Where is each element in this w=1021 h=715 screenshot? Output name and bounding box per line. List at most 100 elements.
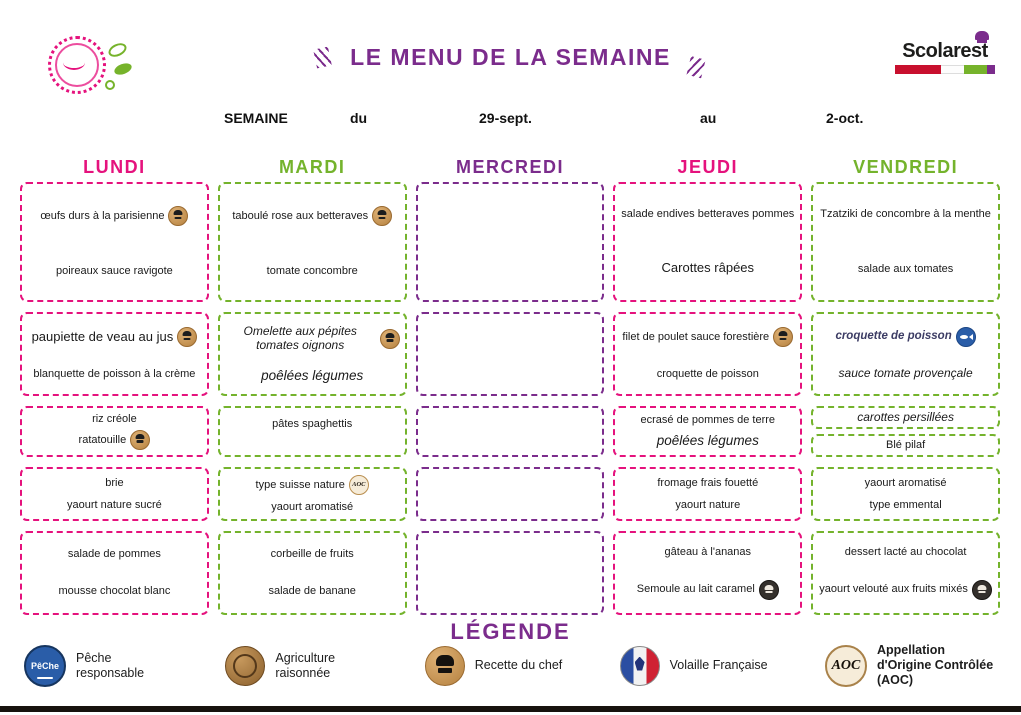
menu-cell-split: carottes persillées Blé pilaf: [811, 406, 1000, 457]
dish-line: mousse chocolat blanc: [58, 585, 170, 598]
dish-name: ecrasé de pommes de terre: [640, 414, 776, 427]
day-header-jeudi: JEUDI: [677, 156, 739, 177]
menu-cell-empty: [415, 182, 605, 302]
dish-line: poireaux sauce ravigote: [56, 265, 173, 278]
dish-name: taboulé rose aux betteraves: [232, 210, 369, 222]
dish-name: poêlées légumes: [656, 433, 759, 449]
dish-line: Semoule au lait caramel: [637, 579, 779, 600]
dish-line: filet de poulet sauce forestière: [622, 327, 794, 348]
dish-line: ratatouille: [79, 429, 151, 450]
week-label: SEMAINE: [224, 110, 288, 126]
school-logo: [48, 36, 148, 100]
menu-cell: salade endives betteraves pommes Carotte…: [613, 182, 803, 302]
peche-responsable-icon: [955, 327, 976, 348]
recette-du-chef-icon: [168, 206, 189, 227]
dish-name: yaourt velouté aux fruits mixés: [819, 583, 968, 596]
recette-du-chef-icon: [130, 429, 151, 450]
dish-name: yaourt nature sucré: [67, 498, 162, 511]
legend-label: Volaille Française: [669, 658, 768, 672]
menu-cell: type suisse nature yaourt aromatisé: [217, 467, 407, 521]
dish-name: filet de poulet sauce forestière: [622, 331, 770, 343]
dish-line: yaourt nature: [675, 499, 740, 512]
day-header-mercredi: MERCREDI: [455, 156, 564, 177]
dish-line: yaourt nature sucré: [67, 499, 162, 512]
day-column-lundi: LUNDI œufs durs à la parisienne poireaux…: [20, 155, 209, 625]
week-du: du: [350, 110, 368, 126]
scolarest-logo: Scolarest: [895, 31, 995, 74]
dish-line: blanquette de poisson à la crème: [33, 368, 195, 381]
green-dot-icon: [105, 80, 115, 90]
legend-item: Volaille Française: [619, 645, 768, 686]
dish-line: brie: [105, 477, 123, 490]
dish-line: yaourt aromatisé: [271, 501, 353, 514]
dish-line: croquette de poisson: [657, 368, 759, 381]
stamp-icon: [48, 36, 106, 94]
agriculture-raisonnee-icon: [225, 645, 266, 686]
dish-line: dessert lacté au chocolat: [845, 546, 967, 559]
menu-cell: riz créole ratatouille: [20, 406, 209, 457]
legend-title: LÉGENDE: [450, 619, 571, 644]
menu-cell: taboulé rose aux betteraves tomate conco…: [217, 182, 407, 302]
dish-line: tomate concombre: [267, 265, 358, 278]
dish-line: salade aux tomates: [858, 263, 953, 276]
recette-du-chef-icon: [971, 579, 992, 600]
aoc-icon: [824, 644, 867, 687]
title-decoration-icon: [313, 46, 332, 69]
menu-cell: œufs durs à la parisienne poireaux sauce…: [20, 182, 209, 302]
dish-name: yaourt aromatisé: [271, 500, 354, 513]
dish-name: Tzatziki de concombre à la menthe: [820, 208, 991, 221]
dish-name: brie: [105, 476, 124, 489]
recette-du-chef-icon: [758, 579, 779, 600]
dish-name: mousse chocolat blanc: [58, 585, 171, 598]
dish-name: type emmental: [869, 498, 942, 511]
menu-cell: yaourt aromatisé type emmental: [811, 467, 1000, 521]
dish-line: poêlées légumes: [657, 433, 759, 449]
dish-line: corbeille de fruits: [271, 548, 354, 561]
header: LE MENU DE LA SEMAINE: [0, 44, 1021, 79]
dish-name: fromage frais fouetté: [657, 476, 759, 489]
day-header-vendredi: VENDREDI: [853, 156, 959, 177]
dish-name: Carottes râpées: [661, 260, 755, 276]
legend-label: Appellation d'Origine Contrôlée (AOC): [876, 643, 994, 687]
volaille-francaise-icon: [619, 645, 660, 686]
legend-label: Recette du chef: [474, 658, 563, 672]
dish-name: carottes persillées: [857, 409, 954, 424]
page-title: LE MENU DE LA SEMAINE: [350, 44, 671, 70]
day-header-mardi: MARDI: [278, 156, 346, 177]
dish-name: gâteau à l'ananas: [664, 546, 752, 559]
menu-cell: filet de poulet sauce forestière croquet…: [613, 312, 803, 396]
dish-line: taboulé rose aux betteraves: [232, 206, 393, 227]
menu-grid: LUNDI œufs durs à la parisienne poireaux…: [20, 155, 1000, 625]
dish-name: salade aux tomates: [857, 263, 954, 276]
recette-du-chef-icon: [177, 327, 198, 348]
legend-label: Pêche responsable: [76, 650, 145, 680]
legend-item: Appellation d'Origine Contrôlée (AOC): [824, 643, 997, 688]
dish-name: salade de banane: [268, 585, 356, 598]
dish-name: yaourt aromatisé: [864, 476, 947, 489]
menu-cell-empty: [415, 531, 605, 615]
dish-line: Omelette aux pépites tomates oignons: [225, 324, 400, 353]
menu-cell: salade de pommes mousse chocolat blanc: [20, 531, 209, 615]
menu-cell: Tzatziki de concombre à la menthe salade…: [811, 182, 1000, 302]
menu-cell-empty: [415, 406, 605, 457]
menu-cell: corbeille de fruits salade de banane: [217, 531, 407, 615]
menu-cell: fromage frais fouetté yaourt nature: [613, 467, 803, 521]
dish-name: dessert lacté au chocolat: [844, 546, 967, 559]
week-au: au: [700, 110, 717, 126]
dish-name: tomate concombre: [266, 265, 358, 277]
dish-line: sauce tomate provençale: [839, 366, 973, 381]
dish-line: poêlées légumes: [261, 368, 363, 384]
dish-line: salade de banane: [268, 585, 355, 598]
chef-hat-icon: [975, 31, 989, 43]
day-column-vendredi: VENDREDI Tzatziki de concombre à la ment…: [811, 155, 1000, 625]
dish-line: croquette de poisson: [835, 327, 976, 348]
menu-cell: brie yaourt nature sucré: [20, 467, 209, 521]
dish-line: Blé pilaf: [886, 439, 925, 452]
legend-item: Pêche responsable: [24, 644, 168, 687]
dish-line: riz créole: [92, 413, 137, 426]
dish-line: ecrasé de pommes de terre: [641, 414, 776, 427]
dish-line: gâteau à l'ananas: [665, 546, 752, 559]
title-decoration-icon: [686, 56, 706, 79]
dish-line: yaourt aromatisé: [865, 477, 947, 490]
brand-color-bar: [895, 65, 995, 74]
